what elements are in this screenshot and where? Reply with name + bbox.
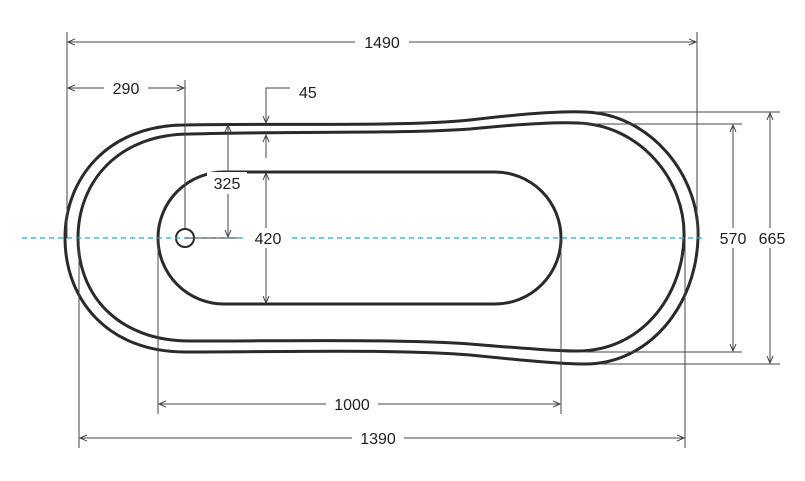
dim-line-rim-thickness <box>266 87 290 123</box>
dim-label-rim-to-drain: 325 <box>214 176 241 193</box>
dim-label-rim-thickness: 45 <box>299 85 317 102</box>
dim-label-overall-length: 1490 <box>364 35 400 52</box>
dim-label-overall-width: 665 <box>759 231 786 248</box>
tub-inner-rim-outline <box>76 121 686 353</box>
dim-label-basin-length: 1000 <box>334 397 370 414</box>
dim-label-inner-length: 1390 <box>360 431 396 448</box>
tub-outer-outline <box>63 110 700 366</box>
dim-label-drain-offset: 290 <box>113 81 140 98</box>
dim-label-basin-width: 420 <box>255 231 282 248</box>
dim-label-inner-width: 570 <box>720 231 747 248</box>
dimension-lines <box>68 42 770 438</box>
extension-lines <box>66 32 780 448</box>
